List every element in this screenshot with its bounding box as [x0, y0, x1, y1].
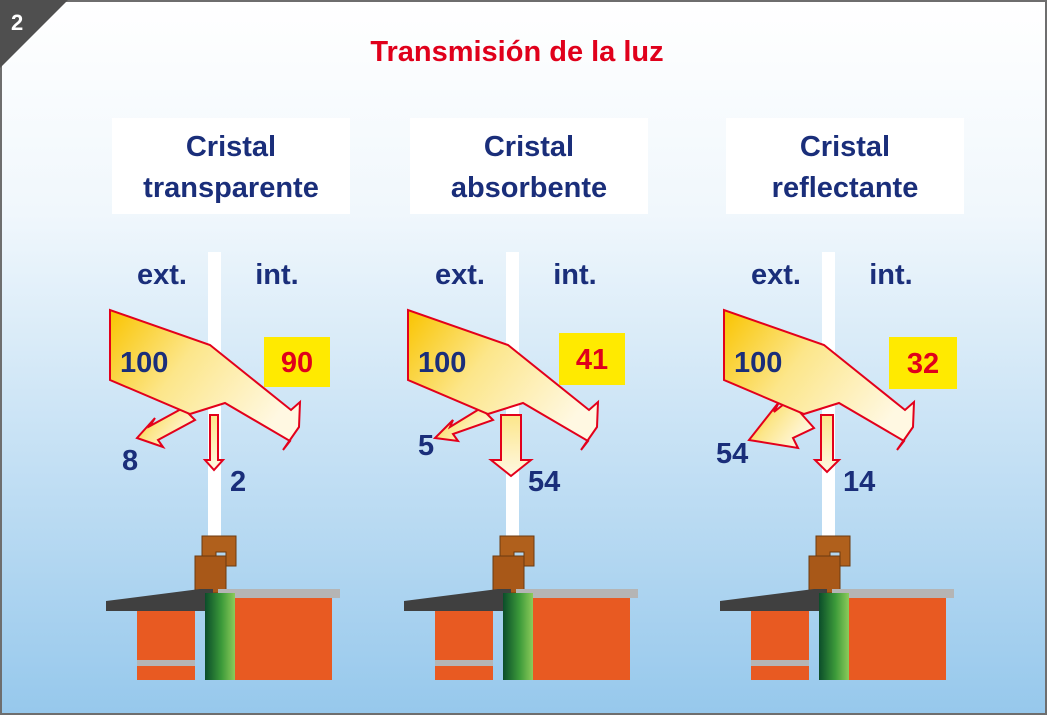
reflected-value: 54 — [716, 438, 748, 470]
interior-sill — [218, 589, 340, 598]
frame-lower — [194, 555, 227, 594]
heading-line1: Cristal — [484, 131, 574, 163]
interior-brick — [235, 598, 332, 680]
heading-line2: reflectante — [772, 172, 919, 204]
insulation-layer — [205, 593, 235, 680]
transmitted-box — [264, 337, 330, 387]
reflected-value: 8 — [122, 445, 138, 477]
exterior-brick — [435, 611, 493, 680]
heading-line2: absorbente — [451, 172, 607, 204]
transmitted-value: 32 — [907, 348, 939, 380]
ext-label: ext. — [751, 259, 801, 291]
int-label: int. — [255, 259, 299, 291]
mortar-joint — [137, 660, 195, 666]
transmitted-value: 41 — [576, 344, 608, 376]
incident-transmitted-arrow — [723, 308, 916, 451]
heading-box — [726, 118, 964, 214]
absorbed-arrow — [812, 414, 842, 474]
absorbed-value: 54 — [528, 466, 560, 498]
absorbed-arrow — [202, 414, 226, 472]
window-section — [720, 535, 954, 680]
window-sill — [720, 589, 827, 611]
slide-number: 2 — [11, 10, 23, 35]
glass-panel-2: Cristal absorbente ext. int. 100 41 5 54 — [404, 118, 648, 680]
window-sill — [404, 589, 511, 611]
exterior-brick — [137, 611, 195, 680]
incident-value: 100 — [418, 347, 466, 379]
glass-panel-1: Cristal transparente ext. int. 100 90 8 2 — [106, 118, 350, 680]
interior-brick — [849, 598, 946, 680]
frame-lower — [808, 555, 841, 594]
incident-transmitted-arrow — [109, 308, 302, 451]
ext-label: ext. — [137, 259, 187, 291]
heading-box — [410, 118, 648, 214]
glass-panel-3: Cristal reflectante ext. int. 100 32 54 14 — [716, 118, 964, 680]
window-sill — [106, 589, 213, 611]
interior-sill — [832, 589, 954, 598]
frame-lower — [492, 555, 525, 594]
transmitted-value: 90 — [281, 347, 313, 379]
window-section — [404, 535, 638, 680]
heading-box — [112, 118, 350, 214]
insulation-layer — [503, 593, 533, 680]
heading-line2: transparente — [143, 172, 319, 204]
slide-number-corner — [0, 0, 68, 68]
reflected-arrow — [432, 406, 495, 443]
reflected-arrow — [135, 406, 197, 449]
exterior-brick — [751, 611, 809, 680]
int-label: int. — [869, 259, 913, 291]
ext-label: ext. — [435, 259, 485, 291]
heading-line1: Cristal — [800, 131, 890, 163]
incident-transmitted-arrow — [407, 308, 600, 451]
transmitted-box — [889, 337, 957, 389]
absorbed-arrow — [488, 414, 534, 478]
window-section — [106, 535, 340, 680]
incident-value: 100 — [120, 347, 168, 379]
interior-sill — [516, 589, 638, 598]
int-label: int. — [553, 259, 597, 291]
page-title: Transmisión de la luz — [370, 36, 663, 68]
heading-line1: Cristal — [186, 131, 276, 163]
reflected-value: 5 — [418, 430, 434, 462]
absorbed-value: 14 — [843, 466, 875, 498]
transmitted-box — [559, 333, 625, 385]
mortar-joint — [751, 660, 809, 666]
interior-brick — [533, 598, 630, 680]
incident-value: 100 — [734, 347, 782, 379]
absorbed-value: 2 — [230, 466, 246, 498]
insulation-layer — [819, 593, 849, 680]
slide-number-badge: 2 — [0, 0, 68, 68]
mortar-joint — [435, 660, 493, 666]
